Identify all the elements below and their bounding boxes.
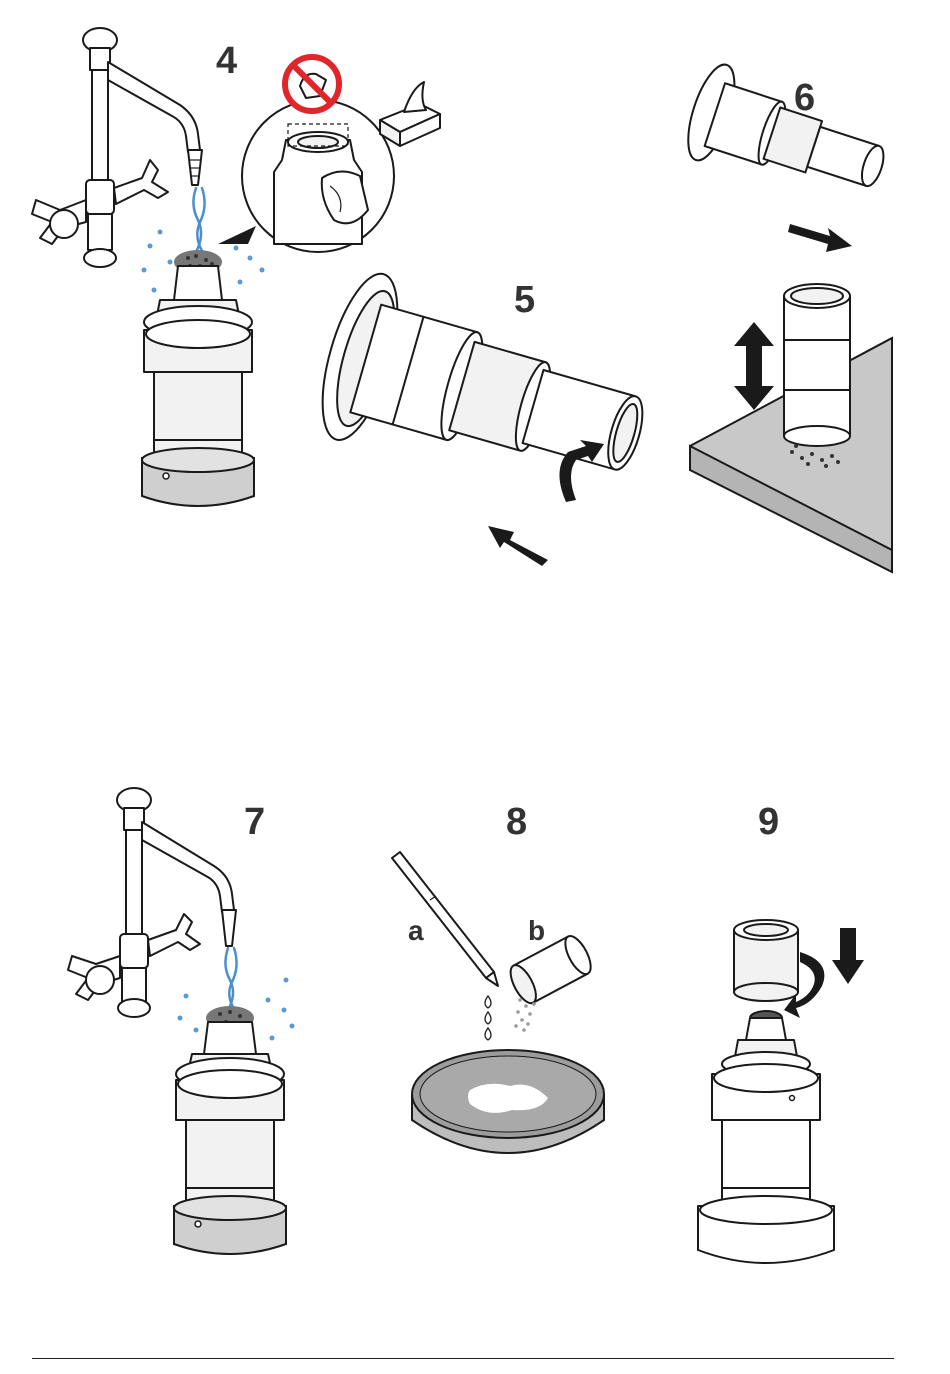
magnified-detail: [218, 100, 394, 252]
step-7-panel: 7: [68, 788, 295, 1254]
step-5-panel: 5: [307, 266, 662, 566]
sensor-body-icon: [698, 1011, 834, 1263]
step-6-panel: 6: [679, 59, 897, 572]
step-4-panel: 4: [32, 28, 440, 506]
sensor-horizontal: [307, 266, 662, 520]
faucet-icon: [68, 788, 236, 1017]
step-8-panel: 8 a b: [392, 801, 604, 1153]
prohibited-wipe-icon: [285, 57, 339, 111]
powder-stream: [514, 998, 536, 1032]
down-arrow-icon: [832, 928, 864, 984]
push-arrow-icon: [488, 526, 548, 566]
label-a: a: [408, 915, 424, 946]
step-9-number: 9: [758, 801, 779, 843]
footer-divider: [32, 1358, 894, 1359]
powder-container-icon: [505, 932, 595, 1007]
step-7-number: 7: [244, 801, 265, 843]
step-8-number: 8: [506, 801, 527, 843]
up-down-arrow-icon: [734, 322, 774, 410]
step-4-number: 4: [216, 40, 237, 82]
pull-arrow-icon: [788, 224, 852, 252]
faucet-icon: [32, 28, 202, 267]
sensor-body-icon: [142, 250, 254, 506]
sleeve-part: [784, 284, 850, 446]
step-5-number: 5: [514, 279, 535, 321]
tissue-box-icon: [380, 82, 440, 146]
sensor-body-icon: [174, 1006, 286, 1254]
label-b: b: [528, 915, 545, 946]
sensor-small-horizontal: [679, 59, 897, 215]
water-drops: [485, 996, 491, 1040]
petri-dish-icon: [412, 1050, 604, 1153]
cap-part: [734, 920, 798, 1001]
step-9-panel: 9: [698, 801, 864, 1263]
